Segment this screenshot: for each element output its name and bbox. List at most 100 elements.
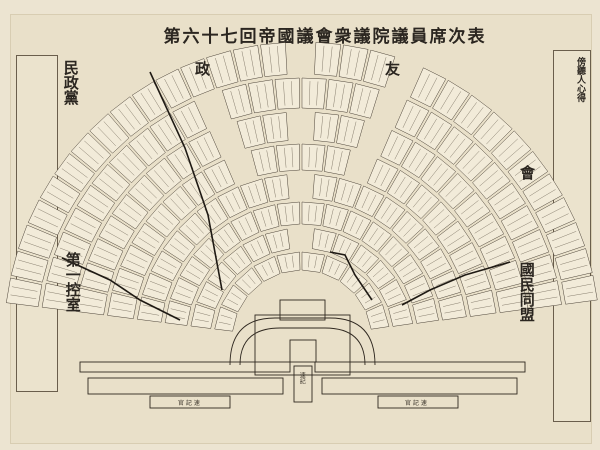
seat-name-stroke xyxy=(541,206,565,219)
seat-name-stroke xyxy=(413,236,429,249)
seat-cell xyxy=(366,158,399,193)
seat-cell xyxy=(454,192,491,228)
seat-cell xyxy=(107,292,138,319)
seat-name-stroke xyxy=(430,122,444,144)
seat-name-stroke xyxy=(355,219,364,234)
visitor-notes-title: 傍聽人心得 xyxy=(575,57,585,102)
seat-cell xyxy=(386,170,420,205)
seat-name-stroke xyxy=(532,288,556,294)
seat-name-stroke xyxy=(462,150,480,169)
seat-name-stroke xyxy=(455,250,474,261)
seat-name-stroke xyxy=(465,206,484,220)
seat-name-stroke xyxy=(494,268,516,276)
seat-name-stroke xyxy=(472,305,492,310)
seat-cell xyxy=(314,42,342,77)
seat-cell xyxy=(472,162,511,200)
seat-name-stroke xyxy=(319,178,322,197)
seat-name-stroke xyxy=(433,168,448,186)
seat-cell xyxy=(206,50,239,89)
seat-name-stroke xyxy=(291,147,294,168)
seat-name-stroke xyxy=(486,125,505,145)
seat-name-stroke xyxy=(164,120,178,141)
seat-name-stroke xyxy=(567,291,594,297)
seat-cell xyxy=(301,201,325,226)
seat-cell xyxy=(324,145,351,176)
seat-cell xyxy=(321,255,349,281)
visitor-notes-panel: 傍聽人心得 xyxy=(553,50,591,422)
seat-name-stroke xyxy=(337,151,343,171)
seat-cell xyxy=(522,173,563,211)
seat-cell xyxy=(131,222,166,256)
seat-name-stroke xyxy=(238,220,247,235)
seat-cell xyxy=(507,151,549,190)
seat-name-stroke xyxy=(450,186,467,202)
seat-name-stroke xyxy=(529,182,552,197)
seat-name-stroke xyxy=(367,194,377,211)
seat-name-stroke xyxy=(362,255,372,267)
seat-cell xyxy=(131,81,170,122)
seat-name-stroke xyxy=(394,139,405,160)
faction-label-kokumin-domei: 國民同盟 xyxy=(517,262,536,322)
seat-cell xyxy=(336,115,365,148)
seat-name-stroke xyxy=(242,279,251,289)
seat-cell xyxy=(253,256,281,282)
seat-name-stroke xyxy=(381,203,392,219)
seat-name-stroke xyxy=(129,252,148,263)
seat-name-stroke xyxy=(232,192,241,209)
seat-cell xyxy=(322,203,349,232)
seat-name-stroke xyxy=(62,240,86,250)
seat-name-stroke xyxy=(97,246,118,257)
seat-name-stroke xyxy=(467,107,484,128)
seat-name-stroke xyxy=(292,205,294,222)
seat-name-stroke xyxy=(97,126,116,147)
seat-name-stroke xyxy=(329,46,333,73)
seat-name-stroke xyxy=(147,288,165,295)
faction-divider xyxy=(401,261,511,306)
seat-cell xyxy=(407,228,440,261)
seat-name-stroke xyxy=(116,158,135,176)
seat-cell xyxy=(260,42,288,77)
seat-name-stroke xyxy=(190,182,202,200)
seat-cell xyxy=(466,289,497,317)
seat-grid xyxy=(6,42,598,332)
seat-name-stroke xyxy=(284,256,288,269)
seat-cell xyxy=(54,153,95,192)
seat-name-stroke xyxy=(105,230,125,242)
seat-name-stroke xyxy=(186,270,201,279)
seat-name-stroke xyxy=(461,102,477,124)
seat-name-stroke xyxy=(236,252,246,265)
stenographer-label-left: 官 記 速 xyxy=(178,400,200,407)
seat-name-stroke xyxy=(371,54,379,81)
seat-name-stroke xyxy=(291,81,293,106)
seat-name-stroke xyxy=(79,303,102,308)
seat-name-stroke xyxy=(255,183,261,202)
seat-cell xyxy=(420,248,453,280)
seat-name-stroke xyxy=(464,273,484,281)
seat-name-stroke xyxy=(373,232,384,246)
seat-cell xyxy=(520,254,557,286)
seat-cell xyxy=(128,127,166,167)
seat-name-stroke xyxy=(142,231,160,243)
seat-name-stroke xyxy=(103,121,122,141)
seat-name-stroke xyxy=(393,309,407,314)
seat-name-stroke xyxy=(112,300,133,306)
seat-name-stroke xyxy=(408,148,421,168)
seat-name-stroke xyxy=(321,45,325,72)
seat-cell xyxy=(75,287,108,316)
page-title: 第六十七回帝國議會衆議院議員席次表 xyxy=(163,27,487,47)
seat-name-stroke xyxy=(284,147,287,168)
seat-name-stroke xyxy=(520,245,544,255)
seat-name-stroke xyxy=(485,244,506,255)
seat-cell xyxy=(405,184,440,219)
seat-name-stroke xyxy=(484,176,504,192)
seat-name-stroke xyxy=(340,84,345,109)
seat-name-stroke xyxy=(315,147,318,168)
seat-name-stroke xyxy=(447,235,465,247)
seat-cell xyxy=(366,259,396,289)
seat-name-stroke xyxy=(418,313,435,317)
seat-name-stroke xyxy=(218,269,230,279)
seat-cell xyxy=(276,143,301,172)
seat-cell xyxy=(276,251,301,274)
seat-cell xyxy=(145,203,181,238)
seat-name-stroke xyxy=(117,283,137,290)
